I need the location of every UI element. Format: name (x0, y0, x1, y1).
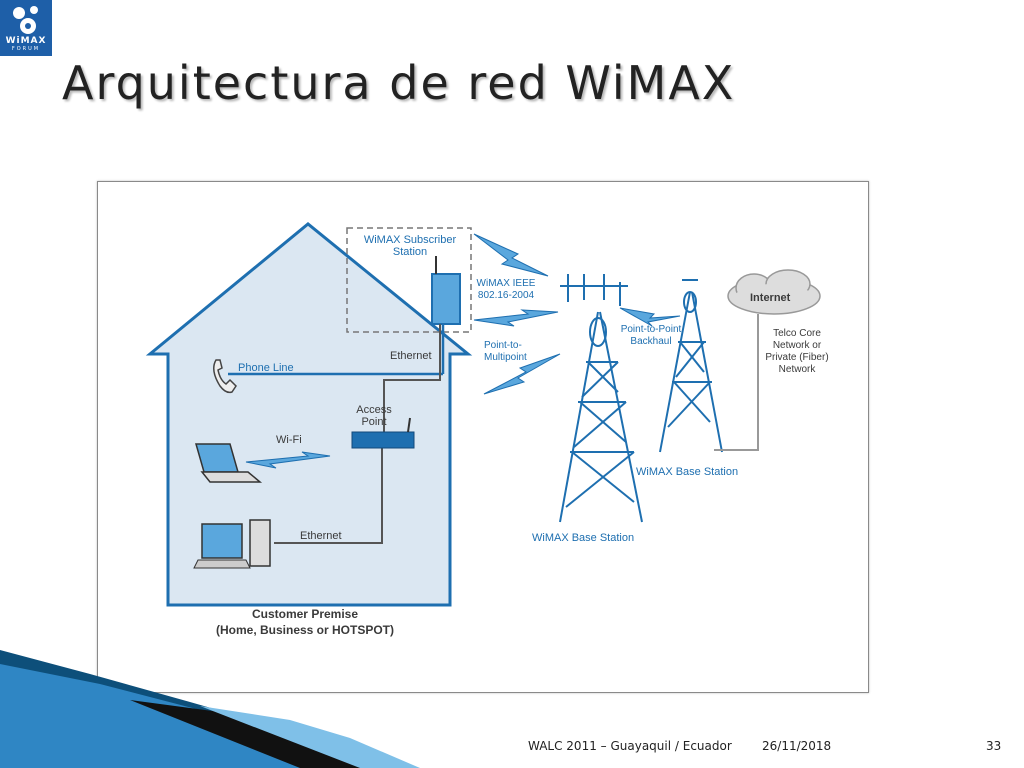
footer-event: WALC 2011 – Guayaquil / Ecuador (528, 739, 732, 753)
bolt-to-subscriber (473, 233, 549, 277)
ethernet-cable-top (383, 324, 441, 432)
wimax-logo-icon (13, 6, 38, 34)
base-station-left-label: WiMAX Base Station (532, 532, 635, 544)
wifi-bolt (245, 451, 331, 469)
telco-label: Telco Core Network or Private (Fiber) Ne… (765, 328, 829, 375)
base-station-tower-right (659, 279, 723, 453)
desktop-icon (193, 519, 271, 569)
internet-cloud-icon (727, 269, 821, 315)
point-to-point-label: Point-to-Point Backhaul (620, 324, 682, 347)
logo-sub: FORUM (11, 46, 41, 52)
wimax-ieee-label: WiMAX IEEE 802.16-2004 (476, 278, 536, 301)
point-to-multipoint-label: Point-to- Multipoint (484, 340, 527, 363)
network-diagram: WiMAX Subscriber Station WiMAX IEEE 802.… (97, 181, 869, 693)
subscriber-station-label: WiMAX Subscriber Station (363, 234, 457, 258)
bolt-backhaul (619, 307, 681, 327)
subscriber-station-box (346, 227, 472, 333)
bolt-multipoint (483, 353, 561, 395)
diagram-graphics (145, 222, 821, 607)
slide-title: Arquitectura de red WiMAX (62, 56, 736, 110)
access-point-device (351, 431, 415, 449)
wimax-forum-logo: WiMAX FORUM (0, 0, 52, 56)
ethernet-bottom-label: Ethernet (300, 530, 342, 542)
ethernet-cable-bottom (274, 444, 383, 544)
bolt-ieee (473, 309, 559, 327)
subscriber-unit (431, 273, 461, 325)
base-station-right-label: WiMAX Base Station (636, 466, 739, 478)
footer-date: 26/11/2018 (762, 739, 832, 753)
phone-icon (213, 359, 237, 394)
access-point-label: Access Point (356, 404, 392, 428)
wifi-label: Wi-Fi (276, 434, 302, 446)
footer-page-number: 33 (986, 739, 1002, 753)
house-shape (145, 222, 473, 607)
ethernet-top-label: Ethernet (390, 350, 432, 362)
customer-premise-label: Customer Premise (Home, Business or HOTS… (215, 607, 395, 637)
footer-swoosh (0, 650, 420, 768)
fiber-cable (714, 314, 759, 451)
logo-brand: WiMAX (5, 36, 47, 46)
laptop-icon (195, 443, 263, 483)
internet-label: Internet (750, 292, 791, 304)
phone-line-label: Phone Line (238, 362, 294, 374)
base-station-tower-left (559, 274, 643, 523)
